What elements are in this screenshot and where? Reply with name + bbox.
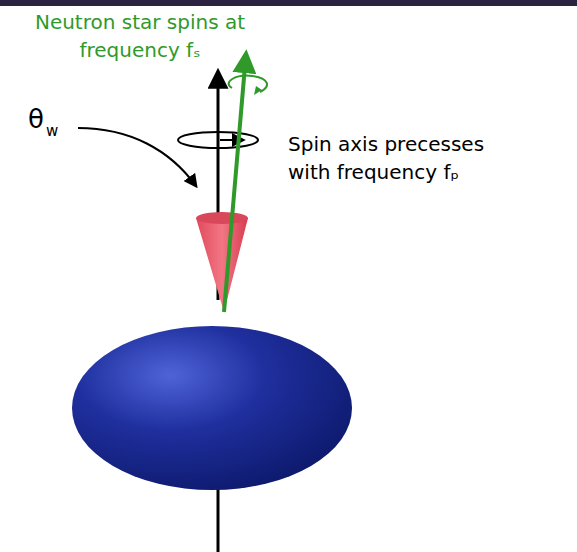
angle-leader <box>78 128 196 186</box>
spin-axis <box>224 54 246 312</box>
cone-top <box>196 212 248 224</box>
spin-loop-head <box>254 86 262 95</box>
angle-subscript: w <box>46 122 66 140</box>
neutron-star <box>72 326 352 490</box>
precession-cone <box>196 218 248 312</box>
angle-symbol: θ <box>28 104 48 134</box>
top-band <box>0 0 577 6</box>
precession-loop <box>178 132 258 148</box>
rotation-axis <box>217 480 220 552</box>
spin-label: Neutron star spins at frequency fₛ <box>30 8 250 64</box>
precession-label: Spin axis precesses with frequency fₚ <box>288 130 508 186</box>
